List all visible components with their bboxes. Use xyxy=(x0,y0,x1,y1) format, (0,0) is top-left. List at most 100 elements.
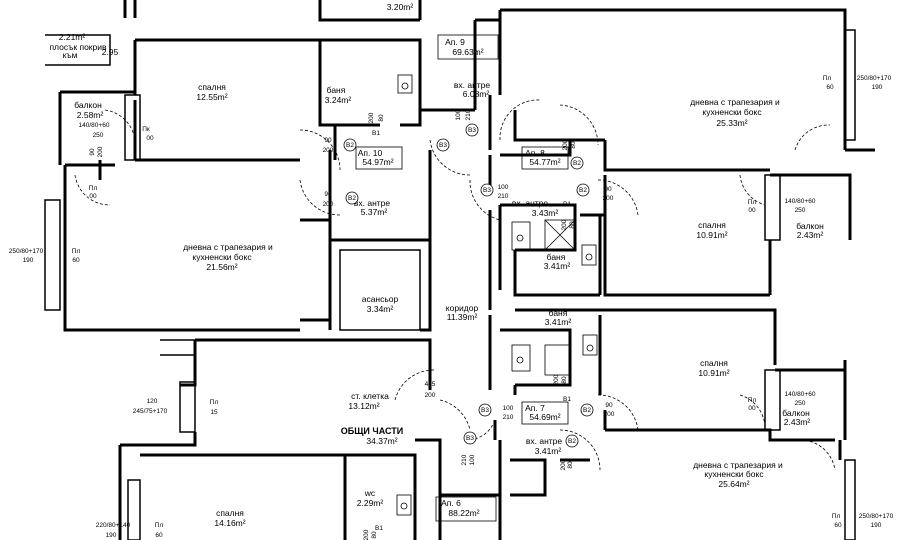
label-banya-nw-name: баня xyxy=(327,85,346,95)
svg-text:190: 190 xyxy=(871,522,882,529)
svg-text:Пл: Пл xyxy=(155,522,164,529)
tag-b1-mid: В1 xyxy=(563,201,571,208)
tag-b3-b: В3 xyxy=(465,123,479,137)
svg-text:Пл: Пл xyxy=(89,185,98,192)
svg-text:200: 200 xyxy=(363,529,370,540)
svg-text:Ап. 7: Ап. 7 xyxy=(525,403,545,413)
dimension-labels: 90 200 90 200 80 200 100 210 80 200 100 … xyxy=(9,75,894,540)
svg-text:В2: В2 xyxy=(583,407,591,414)
tag-b2-b: В2 xyxy=(345,191,359,205)
label-balkon-e2-area: 2.43m² xyxy=(784,417,811,427)
label-vh8-area: 3.43m² xyxy=(532,208,559,218)
svg-text:00: 00 xyxy=(89,193,97,200)
svg-text:80: 80 xyxy=(371,531,378,539)
label-dnevna-se-area: 25.64m² xyxy=(718,479,749,489)
label-spalnya-e2-area: 10.91m² xyxy=(698,368,729,378)
svg-text:140/80+60: 140/80+60 xyxy=(785,198,816,205)
svg-text:Ап. 10: Ап. 10 xyxy=(358,148,383,158)
tag-b1-upper: В1 xyxy=(372,130,380,137)
label-vh8-name: вх. антре xyxy=(512,198,549,208)
svg-text:Пл: Пл xyxy=(72,248,81,255)
svg-text:Пл: Пл xyxy=(832,513,841,520)
svg-text:90: 90 xyxy=(604,186,612,193)
svg-text:200: 200 xyxy=(603,195,614,202)
svg-text:В2: В2 xyxy=(579,187,587,194)
label-dnevna-se-name2: кухненски бокс xyxy=(704,469,764,479)
label-banya-c1-name: баня xyxy=(547,252,566,262)
svg-text:00: 00 xyxy=(748,405,756,412)
svg-text:Ап. 8: Ап. 8 xyxy=(525,148,545,158)
svg-text:В1: В1 xyxy=(375,525,383,532)
svg-text:00: 00 xyxy=(146,135,154,142)
svg-text:54.69m²: 54.69m² xyxy=(529,412,560,422)
svg-text:200: 200 xyxy=(323,147,334,154)
svg-text:Пк: Пк xyxy=(142,126,150,133)
svg-text:100: 100 xyxy=(455,109,462,120)
label-asansor-name: асансьор xyxy=(362,294,399,304)
label-spalnya-sw-name: спалня xyxy=(216,508,244,518)
svg-text:140/80+60: 140/80+60 xyxy=(785,391,816,398)
svg-text:Ап. 6: Ап. 6 xyxy=(441,498,461,508)
label-vh9-area: 6.08m² xyxy=(463,89,490,99)
label-spalnya-sw-area: 14.16m² xyxy=(214,518,245,528)
label-dnevna-w-name2: кухненски бокс xyxy=(192,252,252,262)
svg-text:210: 210 xyxy=(498,193,509,200)
tag-b3-d: В3 xyxy=(478,403,492,417)
label-obshti-area: 34.37m² xyxy=(366,436,397,446)
label-balkon-w-area: 2.58m² xyxy=(77,110,104,120)
label-ap6: Ап. 6 88.22m² xyxy=(435,496,497,522)
svg-text:250: 250 xyxy=(795,207,806,214)
label-koridor-area: 11.39m² xyxy=(447,312,478,322)
svg-text:200: 200 xyxy=(368,112,375,123)
label-spalnya-e1-area: 10.91m² xyxy=(696,230,727,240)
svg-text:90: 90 xyxy=(89,148,96,156)
svg-text:220/80+140: 220/80+140 xyxy=(96,522,131,529)
svg-text:В3: В3 xyxy=(481,407,489,414)
svg-text:200: 200 xyxy=(560,459,567,470)
svg-text:54.97m²: 54.97m² xyxy=(362,157,393,167)
label-vh10-name: вх. антре xyxy=(354,198,391,208)
label-banya-c1-area: 3.41m² xyxy=(544,261,571,271)
label-stkletka-area: 13.12m² xyxy=(348,401,379,411)
svg-text:Ап. 9: Ап. 9 xyxy=(445,37,465,47)
tag-b2-d: В2 xyxy=(576,183,590,197)
svg-text:В3: В3 xyxy=(439,142,447,149)
svg-text:88.22m²: 88.22m² xyxy=(448,508,479,518)
svg-text:100: 100 xyxy=(469,454,476,465)
tag-b1-sw: В1 xyxy=(375,525,383,532)
svg-text:210: 210 xyxy=(461,454,468,465)
tag-b1-low: В1 xyxy=(563,396,571,403)
label-asansor-area: 3.34m² xyxy=(367,304,394,314)
label-plosak-name: плосък покрив xyxy=(49,42,107,52)
svg-text:200: 200 xyxy=(553,374,560,385)
svg-text:В3: В3 xyxy=(468,127,476,134)
svg-text:100: 100 xyxy=(498,184,509,191)
label-plosak-name2: към xyxy=(63,50,78,60)
tag-b3-a: В3 xyxy=(436,138,450,152)
label-plosak-area2: 2.95 xyxy=(102,47,119,57)
label-wc-area: 2.29m² xyxy=(357,498,384,508)
svg-text:250/80+170: 250/80+170 xyxy=(857,75,892,82)
label-ap8: Ап. 8 54.77m² xyxy=(521,146,569,170)
svg-text:210: 210 xyxy=(465,109,472,120)
label-ap7: Ап. 7 54.69m² xyxy=(521,401,569,425)
svg-text:200: 200 xyxy=(561,219,568,230)
label-vh9-name: вх. антре xyxy=(454,80,491,90)
svg-text:Пл: Пл xyxy=(748,199,757,206)
label-banya-nw-area: 3.24m² xyxy=(325,95,352,105)
label-spalnya-nw-area: 12.55m² xyxy=(196,92,227,102)
label-dnevna-w-name: дневна с трапезария и xyxy=(183,242,273,252)
svg-text:90: 90 xyxy=(324,191,332,198)
svg-text:250/80+170: 250/80+170 xyxy=(9,248,44,255)
label-vh7-name: вх. антре xyxy=(526,436,563,446)
svg-text:В2: В2 xyxy=(348,195,356,202)
label-dnevna-se-name: дневна с трапезария и xyxy=(693,460,783,470)
tag-b2-e: В2 xyxy=(580,403,594,417)
svg-text:200: 200 xyxy=(604,411,615,418)
svg-text:В1: В1 xyxy=(563,201,571,208)
svg-text:80: 80 xyxy=(567,461,574,469)
label-vh10-area: 5.37m² xyxy=(361,207,388,217)
svg-text:80: 80 xyxy=(569,221,576,229)
room-labels: 2.21m² плосък покрив към 2.95 3.20m² Ап.… xyxy=(49,2,824,528)
svg-text:В3: В3 xyxy=(466,435,474,442)
